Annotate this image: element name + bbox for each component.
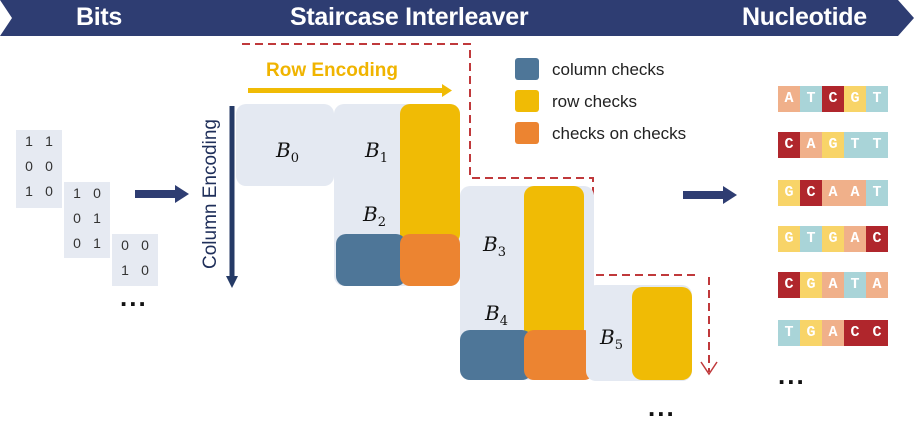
arrow-right-icon [135,185,189,203]
bits-ellipsis: ... [120,282,148,312]
bit-block-2 [64,182,110,258]
label-b2: B2 [363,202,386,230]
nucleotide-cell-T [866,180,888,206]
nucleotide-sequence: TGACC [778,320,888,346]
legend-swatch-row-checks [515,90,539,112]
nucleotide-cells [778,180,888,206]
nucleotide-cell-A [866,272,888,298]
bit-value: 0 [141,237,149,253]
nucleotide-sequence: ATCGT [778,86,888,112]
column-checks-block [460,330,532,380]
interleaver-ellipsis: ... [648,392,676,422]
bit-value: 0 [121,237,129,253]
nucleotide-cell-T [800,226,822,252]
header-banner [0,0,914,36]
header-staircase-interleaver: Staircase Interleaver [290,3,529,31]
nucleotide-cell-T [866,132,888,158]
bit-value: 1 [93,235,101,251]
bit-value: 0 [73,235,81,251]
header-nucleotide: Nucleotide [742,3,867,31]
row-checks-block [632,287,692,380]
nucleotide-cell-T [844,132,866,158]
nucleotide-cell-G [822,132,844,158]
nucleotide-cell-C [800,180,822,206]
legend-swatch-checks-on-checks [515,122,539,144]
row-checks-block [400,104,460,244]
nucleotide-cell-G [844,86,866,112]
header-bits: Bits [76,3,123,31]
nucleotide-cells [778,86,888,112]
nucleotide-cell-C [778,132,800,158]
label-b1: B1 [365,138,388,166]
nucleotide-cells [778,132,888,158]
row-encoding-arrow-icon [248,84,452,97]
nucleotide-sequence: CAGTT [778,132,888,158]
nucleotide-cell-T [800,86,822,112]
column-encoding-arrow-icon [226,106,238,288]
bit-value: 1 [73,185,81,201]
legend-swatch-column-checks [515,58,539,80]
nucleotide-cell-C [778,272,800,298]
label-b3: B3 [483,232,506,260]
label-b4: B4 [485,301,508,329]
nucleotide-cell-T [778,320,800,346]
bit-value: 0 [25,158,33,174]
bit-value: 1 [25,183,33,199]
nucleotide-sequence: CGATA [778,272,888,298]
nucleotide-sequence-text: CAGTT [784,136,895,153]
nucleotide-sequence-text: GCAAT [784,184,895,201]
nucleotide-cells [778,272,888,298]
bit-value: 0 [45,183,53,199]
column-checks-block [336,234,406,286]
nucleotide-sequence-text: TGACC [784,324,895,341]
bit-value: 0 [45,158,53,174]
nucleotide-cell-G [822,226,844,252]
bit-value: 1 [45,133,53,149]
nucleotide-cell-C [866,226,888,252]
nucleotide-cell-T [844,272,866,298]
nucleotide-cell-A [822,272,844,298]
bit-value: 1 [93,210,101,226]
nucleotide-cell-G [778,180,800,206]
nucleotide-sequence-text: GTGAC [784,230,895,247]
nucleotide-cell-G [778,226,800,252]
nucleotide-cells [778,226,888,252]
bit-value: 0 [141,262,149,278]
nucleotide-sequence-text: ATCGT [784,90,895,107]
block-b0 [236,104,334,186]
nucleotide-cell-C [822,86,844,112]
nucleotide-sequence-text: CGATA [784,276,895,293]
nucleotide-cell-G [800,320,822,346]
bit-block-3 [112,234,158,286]
nucleotide-cell-C [866,320,888,346]
bit-value: 0 [93,185,101,201]
nucleotide-cells [778,320,888,346]
arrow-right-icon [683,186,737,204]
legend-checks-on-checks: checks on checks [552,124,687,143]
nucleotide-cell-A [778,86,800,112]
legend-column-checks: column checks [552,60,665,79]
bit-value: 1 [121,262,129,278]
nucleotide-cell-A [822,320,844,346]
nucleotide-cell-A [844,180,866,206]
bit-value: 0 [73,210,81,226]
nucleotide-cell-C [844,320,866,346]
nucleotide-ellipsis: ... [778,360,806,390]
nucleotide-cell-G [800,272,822,298]
label-b5: B5 [600,325,623,353]
nucleotide-cell-T [866,86,888,112]
row-checks-block [524,186,584,340]
nucleotide-cell-A [800,132,822,158]
nucleotide-sequence: GTGAC [778,226,888,252]
bit-block-1 [16,130,62,208]
checks-on-checks-block [400,234,460,286]
nucleotide-sequence: GCAAT [778,180,888,206]
legend-row-checks: row checks [552,92,638,111]
nucleotide-cell-A [844,226,866,252]
row-encoding-label: Row Encoding [266,60,398,81]
checks-on-checks-block [524,330,594,380]
nucleotide-cell-A [822,180,844,206]
bit-value: 1 [25,133,33,149]
label-b0: B0 [276,138,299,166]
